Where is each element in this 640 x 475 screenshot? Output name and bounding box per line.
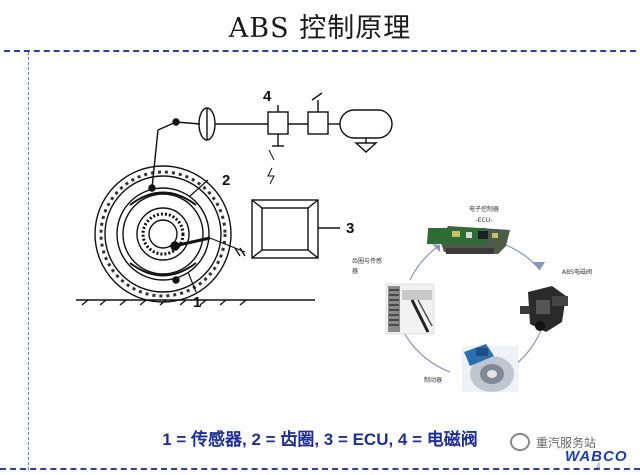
callout-3: 3 [346,220,354,237]
wheel-speed-sensor [170,236,246,257]
callout-2: 2 [222,172,230,189]
title-divider [4,50,636,52]
ecu-label-line2: -ECU- [476,217,493,224]
air-reservoir [307,92,393,153]
abs-valve-photo [520,286,568,332]
callout-4: 4 [263,88,272,105]
tooth-ring [136,207,190,261]
solenoid-valve [267,105,308,185]
callout-1: 1 [193,294,201,311]
abs-schematic [76,92,393,306]
brake-photo [462,344,518,392]
wabco-logo: WABCO [565,448,628,465]
bottom-divider [0,468,640,470]
slide-title: ABS 控制原理 [228,13,412,44]
watermark: 重汽服务站 [510,433,596,451]
valve-label: ABS电磁阀 [562,268,592,276]
wheel-tyre [94,165,232,303]
abs-control-cycle: 电子控制器 -ECU- ABS电磁阀 齿圈与传感 器 [352,205,592,392]
brake-label: 制动器 [424,376,442,384]
watermark-text: 重汽服务站 [536,435,597,450]
ring-label-line2: 器 [352,268,358,275]
tooth-ring-sensor-photo [385,283,435,335]
ecu-label-line1: 电子控制器 [469,205,499,213]
left-divider [28,52,29,470]
page-number: 4 [596,462,601,471]
brake-shoe-lower [129,262,197,277]
ground-line [76,299,315,306]
ring-label-line1: 齿圈与传感 [352,257,382,265]
legend-caption: 1 = 传感器, 2 = 齿圈, 3 = ECU, 4 = 电磁阀 [162,430,478,449]
brake-chamber [151,107,268,189]
ecu-photo [426,226,510,254]
ecu-box [251,199,340,259]
brake-shoe-upper [129,191,197,206]
chat-bubble-icon [510,433,530,451]
